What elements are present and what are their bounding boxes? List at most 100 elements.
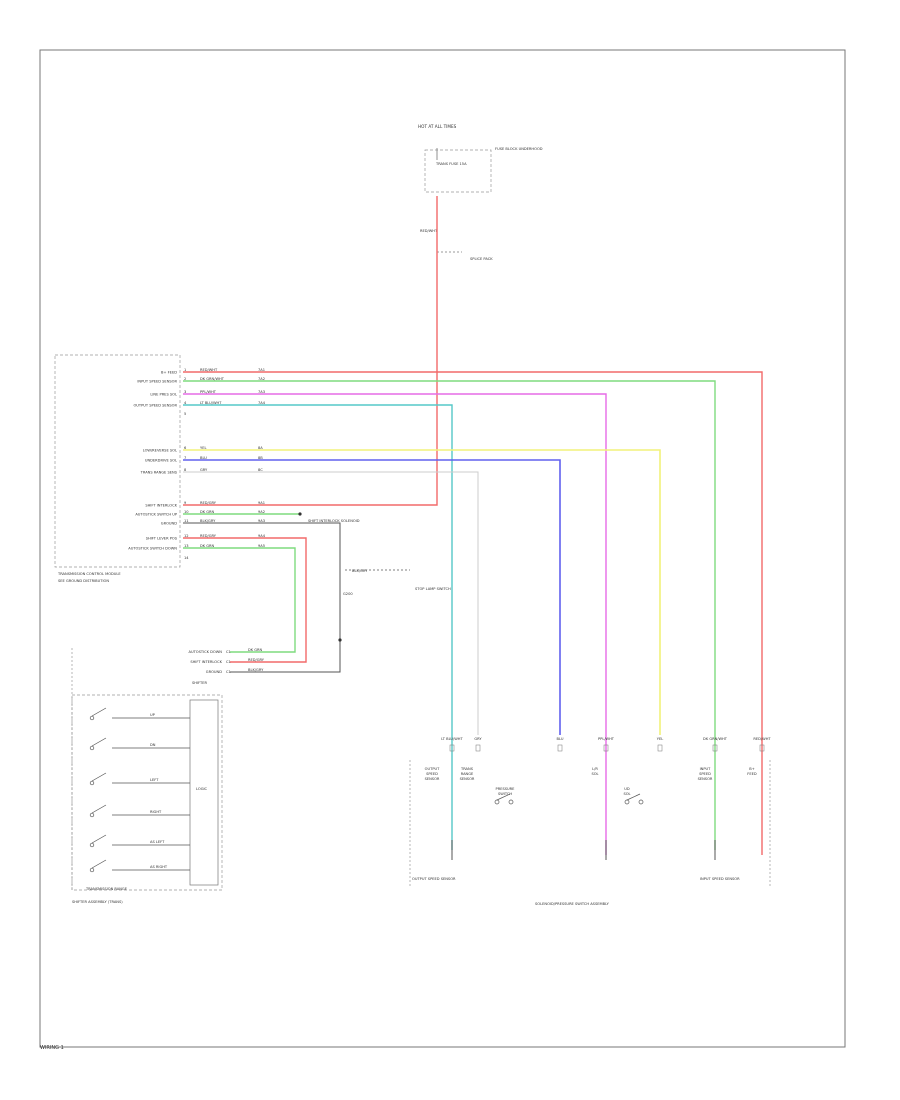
pack-component-label: TRANS (460, 767, 474, 771)
tcm-pin-code: 7A3 (258, 390, 265, 394)
tcm-pin-wire: RED/WHT (200, 368, 218, 372)
pack-component-label: SOL (591, 772, 598, 776)
pack-component-label: B+ (749, 767, 754, 771)
tcm-pin-label: TRANS RANGE SENS (140, 470, 178, 474)
stop-lamp-label: STOP LAMP SWITCH (415, 587, 451, 591)
hot-source-label: HOT AT ALL TIMES (418, 124, 457, 129)
pack-pin-terminal (449, 744, 455, 752)
shifter-connector-label: C1 (226, 660, 231, 664)
tcm-pin-wire: RED/GRY (200, 501, 217, 505)
tcm-pin-code: 9A3 (258, 519, 265, 523)
pack-pin-terminal (759, 744, 765, 752)
pack-pin-terminal (712, 744, 718, 752)
switch-contact (89, 780, 95, 786)
pack-pin-terminal (557, 744, 563, 752)
pack-component-label: SENSOR (425, 777, 440, 781)
switch-arm (91, 859, 107, 869)
tcm-pin-label: B+ FEED (161, 370, 177, 374)
tcm-pin-code: 8B (258, 456, 263, 460)
tcm-pin-label: LINE PRES SOL (150, 392, 177, 396)
tcm-pin-label: UNDERDRIVE SOL (145, 458, 177, 462)
pack-component-label: SPEED (699, 772, 711, 776)
tcm-pin-number: 4 (184, 401, 187, 405)
shifter-wire-color: RED/GRY (248, 658, 265, 662)
tcm-pin-wire: BLK/GRY (200, 519, 216, 523)
wire-black-ground (183, 522, 341, 673)
tcm-pin-code: 7A2 (258, 377, 265, 381)
pack-pin-terminal (603, 744, 609, 752)
tcm-pin-wire: PPL/WHT (200, 390, 217, 394)
tcm-pin-number: 6 (184, 446, 187, 450)
tcm-pin-code: 8A (258, 446, 263, 450)
tcm-pin-number: 13 (184, 544, 189, 548)
switch-arm (91, 707, 107, 717)
tcm-pin-wire: DK GRN/WHT (200, 377, 225, 381)
tcm-pin-wire: BLU (200, 456, 207, 460)
tcm-pin-number: 14 (184, 556, 189, 560)
pack-pin-terminal (657, 744, 663, 752)
hot-wire-label: RED/WHT (420, 229, 438, 233)
shifter-title: SHIFTER (192, 681, 208, 685)
tcm-pin-label: INPUT SPEED SENSOR (137, 379, 177, 383)
tcm-box (54, 354, 181, 568)
tcm-pin-number: 9 (184, 501, 187, 505)
shifter-wire-label: GROUND (206, 670, 222, 674)
tcm-pin-number: 1 (184, 368, 186, 372)
fuse-box (424, 149, 492, 193)
switch-label: LEFT (150, 778, 159, 782)
switch-label: AS RIGHT (150, 865, 168, 869)
fuse-label: TRANS FUSE 15A (435, 162, 467, 166)
wire-teal-output-speed (183, 404, 453, 850)
wires (183, 196, 763, 860)
tcm-pin-wire: YEL (200, 446, 206, 450)
logic-label: LOGIC (196, 787, 208, 791)
shift-interlock-label: SHIFT INTERLOCK SOLENOID (308, 519, 360, 523)
switch-arm (91, 834, 107, 844)
switch-contact (89, 842, 95, 848)
pack-component-label: SPEED (426, 772, 438, 776)
switch-contact (89, 812, 95, 818)
tcm-pin-code: 9A1 (258, 501, 265, 505)
switch-arm (91, 772, 107, 782)
footer-label: WIRING 1 (40, 1045, 64, 1051)
tcm-pin-number: 10 (184, 510, 189, 514)
tcm-pin-label: AUTOSTICK SWITCH UP (135, 512, 178, 516)
pack-pin-label: GRY (474, 737, 482, 741)
shifter-box (71, 694, 223, 891)
pack-pin-label: PPL/WHT (598, 737, 615, 741)
tcm-pin-label: OUTPUT SPEED SENSOR (133, 403, 177, 407)
switch-arm (91, 737, 107, 747)
pack-component-label: SOL (623, 792, 630, 796)
tcm-title: TRANSMISSION CONTROL MODULE (57, 572, 121, 576)
pack-pin-label: LT BLU/WHT (441, 737, 463, 741)
switch-label: DN (150, 743, 156, 747)
pack-right-caption: INPUT SPEED SENSOR (700, 877, 740, 881)
pack-component-label: SWITCH (498, 792, 512, 796)
tcm-pin-label: GROUND (161, 521, 177, 525)
switch-label: AS LEFT (150, 840, 165, 844)
shifter-wire-color: BLK/GRY (248, 668, 264, 672)
tcm-pin-number: 3 (184, 390, 186, 394)
pack-component-label: OUTPUT (425, 767, 440, 771)
pack-component-label: RANGE (461, 772, 474, 776)
wire-blue-ud-sol (183, 459, 561, 735)
diagram-frame (39, 49, 846, 1048)
pack-component-label: L/R (592, 767, 598, 771)
tcm-pin-wire: RED/GRY (200, 534, 217, 538)
pack-pin-label: DK GRN/WHT (703, 737, 728, 741)
tcm-pin-label: AUTOSTICK SWITCH DOWN (128, 546, 177, 550)
wire-red-main (183, 371, 763, 855)
tcm-pin-label: LOW/REVERSE SOL (143, 448, 177, 452)
tcm-footnote: SEE GROUND DISTRIBUTION (58, 579, 109, 583)
tcm-pin-number: 7 (184, 456, 186, 460)
tcm-pin-code: 9A5 (258, 544, 265, 548)
pack-pin-label: YEL (657, 737, 663, 741)
shifter-connector-label: C1 (226, 670, 231, 674)
shifter-caption: SHIFTER ASSEMBLY (TRANS) (72, 900, 123, 904)
tcm-pin-wire: GRY (200, 468, 208, 472)
wire-yellow-lr-sol (183, 449, 661, 735)
tcm-pin-wire: DK GRN (200, 544, 215, 548)
pack-pin-label: RED/WHT (753, 737, 771, 741)
